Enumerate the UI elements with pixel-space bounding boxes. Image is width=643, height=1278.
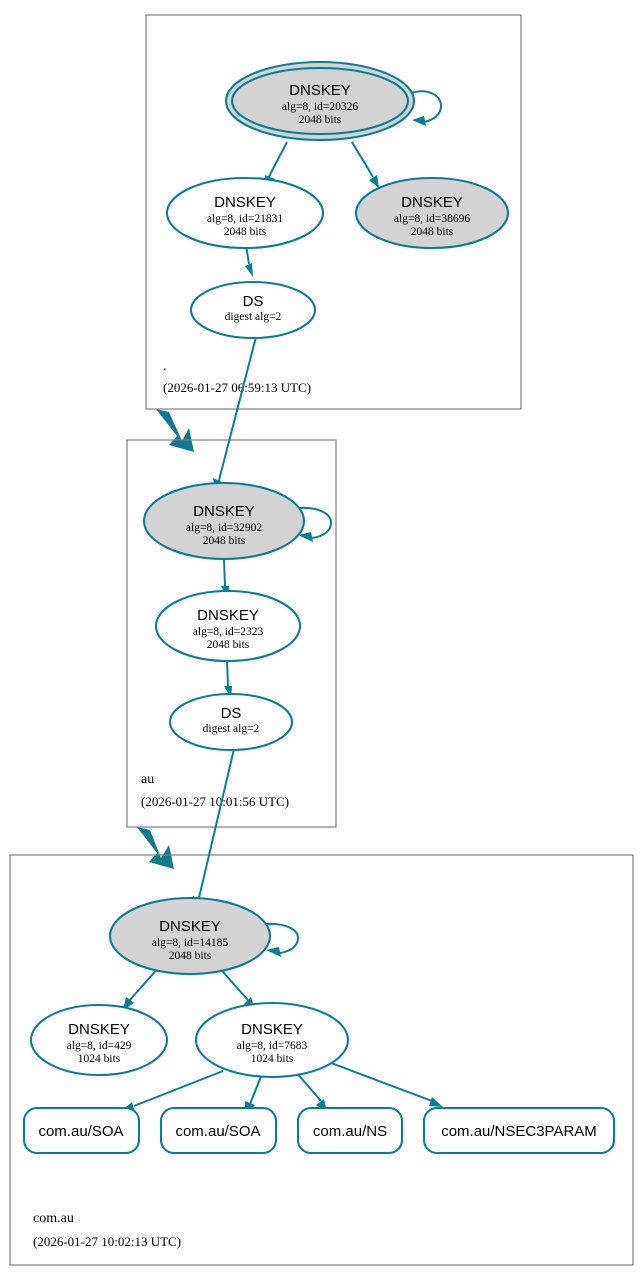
node-size-label: 2048 bits — [169, 950, 212, 962]
node-type-label: DNSKEY — [159, 918, 221, 935]
node-params-label: alg=8, id=20326 — [282, 101, 358, 113]
zone-box-au — [126, 439, 337, 828]
node-type-label: DNSKEY — [401, 194, 463, 211]
edge-au-ksk-self-sign — [298, 506, 333, 542]
edge-au-ds-to-comau-ksk — [193, 748, 235, 917]
node-size-label: 2048 bits — [203, 535, 246, 547]
zone-timestamp-root: (2026-01-27 06:59:13 UTC) — [163, 380, 311, 395]
rrset-com-au-soa-1[interactable]: com.au/SOA — [22, 1106, 141, 1155]
node-size-label: 2048 bits — [224, 226, 267, 238]
node-outline — [354, 176, 510, 250]
node-outline — [189, 280, 317, 340]
node-params-label: alg=8, id=2323 — [193, 626, 264, 638]
rrset-box-outline — [22, 1106, 141, 1155]
node-size-label: 1024 bits — [78, 1053, 121, 1065]
rrset-label: com.au/SOA — [175, 1123, 260, 1140]
edge-root-ds-to-au-ksk — [213, 336, 257, 499]
node-params-label: alg=8, id=21831 — [207, 213, 283, 225]
node-type-label: DNSKEY — [68, 1021, 130, 1038]
rrset-com-au-soa-2[interactable]: com.au/SOA — [159, 1106, 278, 1155]
node-type-label: DNSKEY — [197, 607, 259, 624]
zone-timestamp-au: (2026-01-27 10:01:56 UTC) — [141, 794, 289, 809]
node-type-label: DNSKEY — [289, 82, 351, 99]
node-outline — [165, 176, 325, 250]
edge-comau-ksk-to-zsk429 — [123, 966, 160, 1010]
node-params-label: alg=8, id=32902 — [186, 522, 262, 534]
edge-comau-zsk7683-to-ns — [295, 1071, 327, 1112]
zone-cluster-au[interactable]: DNSKEY alg=8, id=32902 2048 bits DNSKEY … — [126, 336, 337, 828]
node-dnskey-14185[interactable]: DNSKEY alg=8, id=14185 2048 bits — [108, 896, 272, 976]
node-size-label: 2048 bits — [207, 639, 250, 651]
node-ds-comau-in-au[interactable]: DS digest alg=2 — [168, 692, 294, 752]
node-outline — [108, 896, 272, 976]
node-outline — [168, 692, 294, 752]
zone-timestamp-comau: (2026-01-27 10:02:13 UTC) — [33, 1234, 181, 1249]
node-size-label: 2048 bits — [299, 114, 342, 126]
rrset-com-au-nsec3param[interactable]: com.au/NSEC3PARAM — [422, 1106, 616, 1155]
rrset-box-outline — [296, 1106, 404, 1155]
node-dnskey-38696[interactable]: DNSKEY alg=8, id=38696 2048 bits — [354, 176, 510, 250]
edge-root-ksk-self-sign — [410, 90, 443, 126]
edge-au-zsk2323-to-ds — [224, 660, 232, 698]
edge-comau-ksk-self-sign — [265, 922, 300, 957]
delegation-arrow-root-to-au — [156, 409, 194, 452]
node-dnskey-21831[interactable]: DNSKEY alg=8, id=21831 2048 bits — [165, 176, 325, 250]
node-outline — [29, 1003, 169, 1077]
node-size-label: 2048 bits — [411, 226, 454, 238]
edge-comau-zsk7683-to-soa1 — [121, 1070, 224, 1112]
node-dnskey-429[interactable]: DNSKEY alg=8, id=429 1024 bits — [29, 1003, 169, 1077]
node-type-label: DNSKEY — [241, 1021, 303, 1038]
node-outline-inner — [230, 66, 410, 136]
node-params-label: digest alg=2 — [225, 311, 282, 323]
node-outline — [154, 589, 302, 663]
zone-box-root — [145, 14, 522, 410]
node-params-label: alg=8, id=7683 — [237, 1040, 308, 1052]
rrset-label: com.au/NS — [313, 1123, 387, 1140]
rrset-box-outline — [159, 1106, 278, 1155]
rrset-label: com.au/NSEC3PARAM — [441, 1123, 597, 1140]
node-params-label: alg=8, id=38696 — [394, 213, 470, 225]
edge-root-ksk-to-zsk38696 — [351, 141, 379, 188]
node-outline — [194, 1001, 350, 1079]
node-dnskey-2323[interactable]: DNSKEY alg=8, id=2323 2048 bits — [154, 589, 302, 663]
rrset-com-au-ns[interactable]: com.au/NS — [296, 1106, 404, 1155]
zone-cluster-comau[interactable]: DNSKEY alg=8, id=14185 2048 bits DNSKEY … — [9, 748, 634, 1266]
node-ds-au-in-root[interactable]: DS digest alg=2 — [189, 280, 317, 340]
node-type-label: DNSKEY — [193, 503, 255, 520]
node-params-label: alg=8, id=14185 — [152, 937, 228, 949]
zone-box-comau — [9, 854, 634, 1266]
node-type-label: DS — [243, 293, 264, 310]
node-outline — [142, 481, 306, 561]
node-type-label: DNSKEY — [214, 194, 276, 211]
edge-comau-zsk7683-to-nsec3param — [317, 1057, 443, 1107]
node-type-label: DS — [221, 705, 242, 722]
node-dnskey-20326[interactable]: DNSKEY alg=8, id=20326 2048 bits — [224, 60, 416, 142]
node-dnskey-7683[interactable]: DNSKEY alg=8, id=7683 1024 bits — [194, 1001, 350, 1079]
rrset-label: com.au/SOA — [38, 1123, 123, 1140]
zone-name-root: . — [163, 359, 167, 374]
rrset-box-outline — [422, 1106, 616, 1155]
node-params-label: alg=8, id=429 — [67, 1040, 132, 1052]
zone-name-au: au — [141, 772, 154, 787]
node-size-label: 1024 bits — [251, 1053, 294, 1065]
node-dnskey-32902[interactable]: DNSKEY alg=8, id=32902 2048 bits — [142, 481, 306, 561]
zone-cluster-root[interactable]: DNSKEY alg=8, id=20326 2048 bits DNSKEY … — [145, 14, 522, 410]
node-params-label: digest alg=2 — [203, 723, 260, 735]
zone-name-comau: com.au — [33, 1211, 74, 1226]
delegation-arrow-au-to-comau — [137, 827, 174, 869]
